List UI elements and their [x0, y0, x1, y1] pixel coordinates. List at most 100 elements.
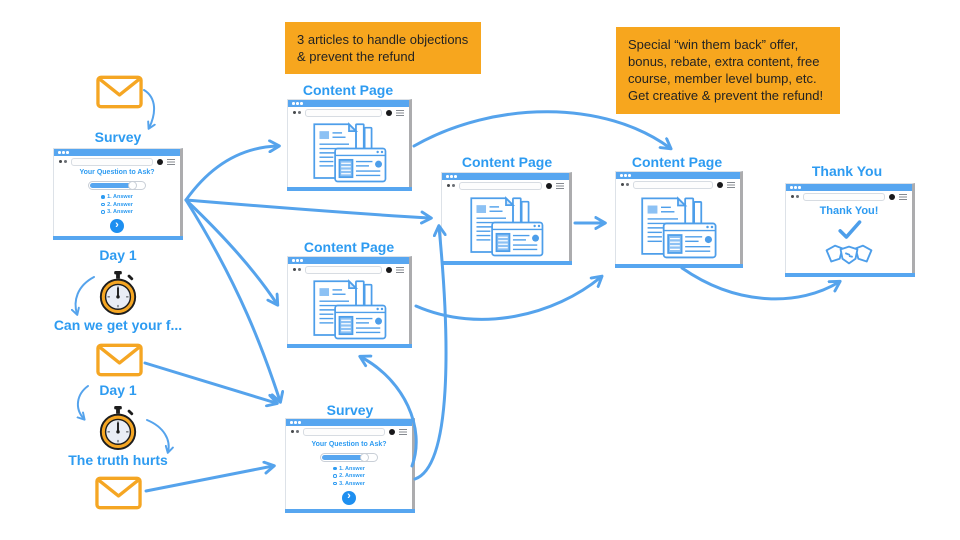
menu-icon — [899, 193, 907, 200]
address-field[interactable] — [459, 181, 542, 190]
node-label-day1-first[interactable]: Day 1 — [99, 247, 137, 263]
titlebar-dots-icon — [290, 421, 293, 424]
window-bottombar — [285, 509, 415, 513]
window-titlebar — [288, 100, 409, 107]
answer-label: 3. Answer — [107, 209, 133, 215]
node-label-feedback-email[interactable]: Can we get your f... — [53, 317, 183, 333]
answer-label: 1. Answer — [107, 194, 133, 200]
address-field[interactable] — [633, 180, 713, 189]
content-page-window-left[interactable] — [287, 256, 412, 348]
nav-dots-icon — [293, 111, 296, 114]
content-page-body — [288, 275, 409, 343]
node-label-survey-top[interactable]: Survey — [94, 129, 142, 145]
next-button[interactable]: › — [110, 219, 124, 233]
answer-label: 3. Answer — [339, 480, 365, 487]
profile-icon — [389, 428, 395, 435]
address-field[interactable] — [305, 108, 382, 117]
nav-dots-icon — [791, 195, 794, 198]
stopwatch-icon[interactable] — [97, 405, 139, 451]
node-label-content-page-top[interactable]: Content Page — [302, 82, 394, 98]
envelope-icon[interactable] — [95, 476, 142, 510]
content-page-body — [616, 190, 740, 263]
radio-icon[interactable] — [333, 474, 337, 478]
next-chevron-icon: › — [115, 218, 119, 231]
radio-icon[interactable] — [101, 202, 105, 207]
callout-win-back: Special “win them back” offer, bonus, re… — [616, 27, 840, 114]
window-titlebar — [288, 257, 409, 264]
address-field[interactable] — [71, 157, 153, 166]
progress-knob[interactable] — [128, 181, 137, 190]
handshake-icon — [825, 244, 873, 265]
survey-progress-bar[interactable] — [88, 181, 146, 190]
content-page-window-top[interactable] — [287, 99, 412, 191]
window-addressbar — [616, 179, 740, 190]
answer-option[interactable]: 1. Answer — [101, 194, 133, 200]
answer-option[interactable]: 2. Answer — [101, 202, 133, 208]
survey-window-top[interactable]: Your Question to Ask? 1. Answer 2. Answe… — [53, 148, 183, 240]
window-titlebar — [786, 184, 912, 191]
titlebar-dots-icon — [790, 186, 793, 189]
content-page-window-mid[interactable] — [441, 172, 572, 265]
envelope-icon[interactable] — [96, 75, 143, 109]
arrow-survey-to-content-left — [184, 198, 277, 304]
radio-selected-icon[interactable] — [101, 195, 105, 199]
stopwatch-icon[interactable] — [97, 270, 139, 316]
menu-icon — [167, 158, 175, 165]
node-label-day1-second[interactable]: Day 1 — [99, 382, 137, 398]
survey-page-body: Your Question to Ask? 1. Answer 2. Answe… — [54, 167, 180, 235]
arrow-truth-email-to-survey — [144, 466, 273, 493]
profile-icon — [889, 193, 895, 200]
window-addressbar — [286, 426, 412, 437]
node-label-content-page-left[interactable]: Content Page — [303, 239, 395, 255]
nav-dots-icon — [59, 160, 62, 163]
progress-fill — [90, 183, 131, 188]
titlebar-dots-icon — [620, 174, 623, 177]
check-icon — [838, 220, 862, 239]
radio-icon[interactable] — [101, 210, 105, 214]
thank-you-window[interactable]: Thank You! — [785, 183, 915, 277]
node-label-content-page-right[interactable]: Content Page — [631, 154, 723, 170]
window-bottombar — [785, 273, 915, 277]
menu-icon — [399, 428, 407, 435]
progress-knob[interactable] — [360, 452, 369, 462]
address-field[interactable] — [305, 265, 382, 274]
answer-label: 1. Answer — [339, 465, 365, 472]
node-label-truth-email[interactable]: The truth hurts — [68, 452, 168, 468]
address-field[interactable] — [303, 427, 385, 436]
titlebar-dots-icon — [58, 151, 61, 154]
nav-dots-icon — [621, 183, 624, 186]
arrow-survey-to-content-mid — [184, 198, 430, 218]
window-bottombar — [287, 344, 412, 348]
answer-label: 2. Answer — [107, 201, 133, 208]
node-label-thank-you[interactable]: Thank You — [811, 163, 883, 179]
content-page-window-right[interactable] — [615, 171, 743, 268]
node-label-survey-bottom[interactable]: Survey — [326, 402, 374, 418]
articles-illustration — [469, 195, 543, 256]
answer-option[interactable]: 2. Answer — [333, 473, 365, 479]
menu-icon — [396, 266, 404, 273]
window-bottombar — [615, 264, 743, 268]
window-bottombar — [53, 236, 183, 240]
radio-icon[interactable] — [333, 481, 337, 486]
answer-option[interactable]: 3. Answer — [333, 481, 365, 487]
window-titlebar — [442, 173, 569, 180]
answer-option[interactable]: 1. Answer — [333, 466, 365, 472]
survey-progress-bar[interactable] — [320, 452, 378, 462]
profile-icon — [546, 182, 552, 189]
content-page-body — [288, 118, 409, 186]
radio-selected-icon[interactable] — [333, 466, 337, 471]
survey-window-bottom[interactable]: Your Question to Ask? 1. Answer 2. Answe… — [285, 418, 415, 513]
answer-option[interactable]: 3. Answer — [101, 209, 133, 215]
address-field[interactable] — [803, 192, 885, 201]
next-button[interactable]: › — [342, 490, 356, 505]
articles-illustration — [312, 122, 386, 183]
content-page-body — [442, 191, 569, 260]
window-titlebar — [54, 149, 180, 156]
window-addressbar — [442, 180, 569, 191]
node-label-content-page-mid[interactable]: Content Page — [461, 154, 553, 170]
envelope-icon[interactable] — [96, 343, 143, 377]
progress-fill — [322, 454, 363, 460]
profile-icon — [717, 181, 723, 188]
next-chevron-icon: › — [347, 490, 351, 502]
